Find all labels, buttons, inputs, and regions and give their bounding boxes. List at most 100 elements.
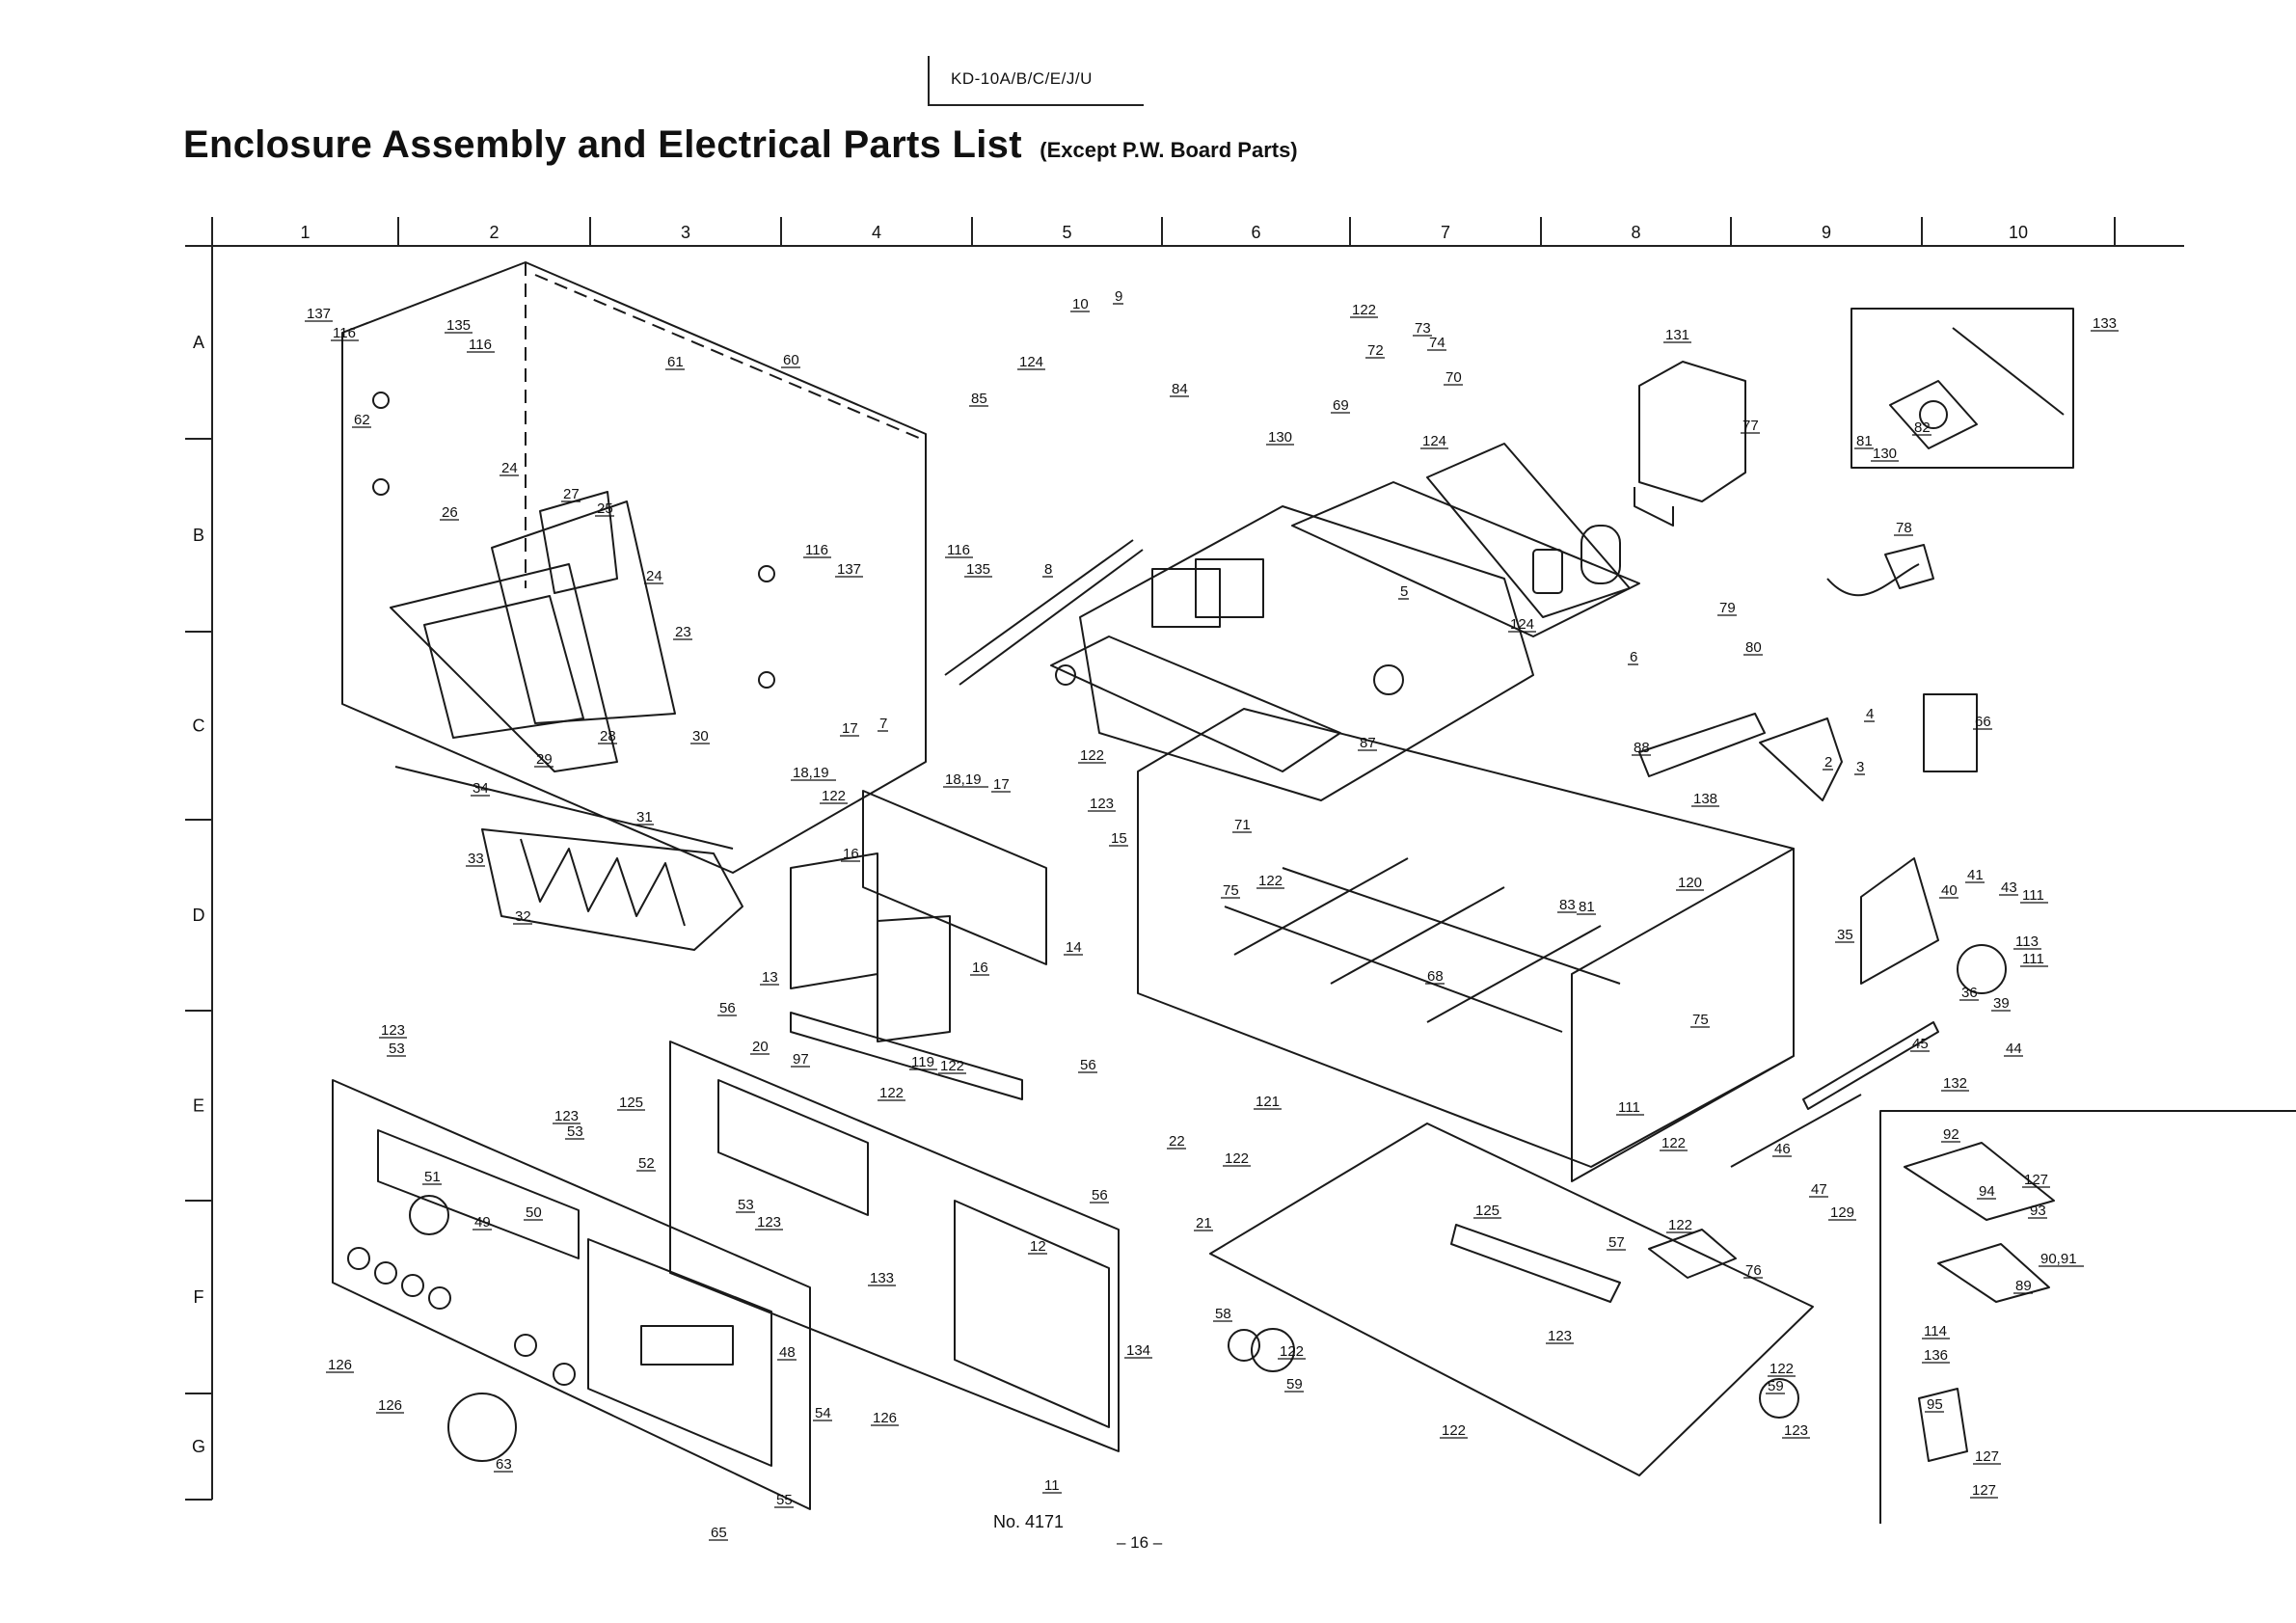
- part-callout: 116: [947, 542, 970, 558]
- relay-block: [1151, 568, 1221, 628]
- grid-column-label: 5: [1062, 223, 1071, 242]
- part-callout: 57: [1608, 1234, 1625, 1251]
- part-callout: 53: [389, 1041, 405, 1057]
- part-callout: 53: [567, 1123, 583, 1140]
- slider-bar: [1802, 1021, 1939, 1110]
- key-assembly: [481, 828, 743, 951]
- part-callout: 44: [2006, 1041, 2022, 1057]
- part-callout: 135: [446, 317, 471, 334]
- chassis-grid-1: [1224, 906, 1563, 1033]
- inset-wire: [1952, 327, 2065, 416]
- part-callout: 137: [307, 306, 331, 322]
- part-callout: 10: [1072, 296, 1089, 312]
- part-callout: 123: [1548, 1328, 1572, 1344]
- part-callout: 126: [873, 1410, 897, 1426]
- part-callout: 23: [675, 624, 691, 640]
- part-callout: 29: [536, 751, 553, 768]
- part-callout: 65: [711, 1525, 727, 1541]
- part-callout: 122: [1352, 302, 1376, 318]
- transformer-bracket: [1634, 487, 1674, 527]
- foot: [1251, 1328, 1295, 1372]
- parts-drawing: [332, 261, 2296, 1524]
- part-callout: 80: [1745, 639, 1762, 656]
- part-callout: 122: [822, 788, 846, 804]
- part-callout: 138: [1693, 791, 1717, 807]
- chassis-grid-4: [1330, 886, 1505, 985]
- led-board-left: [790, 852, 878, 989]
- part-callout: 129: [1830, 1204, 1854, 1221]
- flywheel: [1957, 944, 2007, 994]
- part-callout: 51: [424, 1169, 441, 1185]
- inset-switch-knob: [1919, 400, 1948, 429]
- part-callout: 68: [1427, 968, 1444, 985]
- part-callout: 127: [1972, 1482, 1996, 1499]
- foot: [1759, 1378, 1799, 1419]
- jack: [374, 1261, 397, 1285]
- knob-hole: [1055, 664, 1076, 686]
- part-callout: 24: [646, 568, 662, 584]
- board-76: [1648, 1229, 1737, 1279]
- ac-plug: [1884, 544, 1934, 589]
- part-callout: 79: [1719, 600, 1736, 616]
- part-callout: 63: [496, 1456, 512, 1473]
- part-callout: 124: [1510, 616, 1534, 633]
- part-callout: 24: [501, 460, 518, 476]
- part-callout: 89: [2015, 1278, 2032, 1294]
- part-callout: 70: [1445, 369, 1462, 386]
- grid-column-label: 4: [872, 223, 881, 242]
- part-callout: 122: [1442, 1422, 1466, 1439]
- part-callout: 74: [1429, 335, 1445, 351]
- part-callout: 12: [1030, 1238, 1046, 1255]
- grid-row-label: E: [193, 1096, 204, 1116]
- chassis-grid-5: [1426, 925, 1602, 1023]
- part-callout: 7: [879, 716, 887, 732]
- plate-66: [1923, 693, 1978, 772]
- grid-column-label: 7: [1441, 223, 1450, 242]
- mechanism-front: [954, 1200, 1110, 1428]
- part-callout: 122: [879, 1085, 904, 1101]
- part-callout: 122: [1769, 1361, 1794, 1377]
- part-callout: 69: [1333, 397, 1349, 414]
- jack: [347, 1247, 370, 1270]
- jack: [428, 1286, 451, 1310]
- part-callout: 60: [783, 352, 799, 368]
- grid-column-label: 6: [1251, 223, 1260, 242]
- part-callout: 59: [1768, 1378, 1784, 1394]
- grid-column-label: 3: [681, 223, 690, 242]
- bottom-plate: [1209, 1123, 1814, 1476]
- part-callout: 137: [837, 561, 861, 578]
- led-board-right: [877, 915, 951, 1042]
- part-callout: 41: [1967, 867, 1984, 883]
- transformer: [1638, 361, 1746, 502]
- part-callout: 97: [793, 1051, 809, 1068]
- part-callout: 17: [842, 720, 858, 737]
- part-callout: 126: [328, 1357, 352, 1373]
- title-main: Enclosure Assembly and Electrical Parts …: [183, 123, 1022, 166]
- part-callout: 72: [1367, 342, 1384, 359]
- part-callout: 40: [1941, 882, 1958, 899]
- grid-row-label: C: [193, 717, 205, 736]
- grid-row-label: B: [193, 526, 204, 545]
- part-callout: 130: [1873, 446, 1897, 462]
- inset-box-top: [1850, 308, 2074, 469]
- part-callout: 59: [1286, 1376, 1303, 1393]
- part-callout: 66: [1975, 714, 1991, 730]
- part-callout: 76: [1745, 1262, 1762, 1279]
- part-callout: 56: [1092, 1187, 1108, 1204]
- grid-column-label: 1: [300, 223, 310, 242]
- part-callout: 94: [1979, 1183, 1995, 1200]
- part-callout: 122: [1280, 1343, 1304, 1360]
- part-callout: 116: [333, 325, 356, 341]
- front-panel: [332, 1079, 811, 1510]
- part-callout: 54: [815, 1405, 831, 1421]
- screw-hole: [372, 392, 390, 409]
- part-callout: 34: [473, 780, 489, 797]
- key-shaft: [394, 766, 734, 850]
- component: [1532, 549, 1563, 594]
- side-frame: [1571, 848, 1795, 1182]
- jack: [514, 1334, 537, 1357]
- cassette-window-front: [587, 1238, 772, 1467]
- part-callout: 18,19: [945, 771, 982, 788]
- part-callout: 46: [1774, 1141, 1791, 1157]
